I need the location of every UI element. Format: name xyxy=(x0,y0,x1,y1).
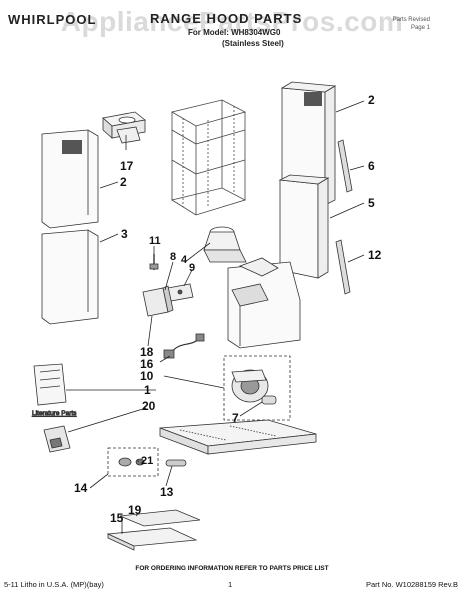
callout-14: 14 xyxy=(74,481,88,495)
ordering-note: FOR ORDERING INFORMATION REFER TO PARTS … xyxy=(135,565,329,572)
part-filter-panel xyxy=(159,419,317,455)
revision-note-line1: Parts Revised xyxy=(392,17,430,23)
revision-note: Parts Revised Page 1 xyxy=(393,16,430,32)
callout-21: 21 xyxy=(141,455,153,467)
part-lower-chimney-left xyxy=(41,229,99,325)
part-trim-strip-upper xyxy=(337,139,353,193)
revision-note-line2: Page 1 xyxy=(410,25,430,31)
page-title: RANGE HOOD PARTS xyxy=(150,11,303,26)
part-capacitor xyxy=(261,395,277,405)
part-wire-harness xyxy=(163,333,205,359)
brand-logo: WHIRLPOOL xyxy=(8,12,97,27)
callout-15: 15 xyxy=(110,511,124,525)
callout-8: 8 xyxy=(170,251,176,263)
finish-label: (Stainless Steel) xyxy=(222,39,284,48)
callout-numbers: 2 17 2 6 5 3 11 8 4 9 12 18 16 10 1 20 7… xyxy=(74,93,382,525)
page-number: 1 xyxy=(228,580,233,589)
part-upper-chimney-left xyxy=(41,129,99,229)
part-literature xyxy=(33,363,67,406)
literature-parts-label: Literature Parts xyxy=(32,410,77,417)
callout-3: 3 xyxy=(121,227,128,241)
part-screw xyxy=(149,254,159,270)
litho-info: 5-11 Litho in U.S.A. (MP)(bay) xyxy=(4,580,104,589)
model-number: For Model: WH8304WG0 xyxy=(188,28,281,37)
part-lower-chimney-right xyxy=(278,174,330,279)
callout-19: 19 xyxy=(128,503,142,517)
callout-2-upper-right: 2 xyxy=(368,93,375,107)
callout-9: 9 xyxy=(189,262,195,274)
part-light-socket xyxy=(165,459,187,467)
callout-11: 11 xyxy=(149,235,161,247)
callout-17: 17 xyxy=(120,159,134,173)
part-trim-strip-lower xyxy=(335,239,351,295)
callout-12: 12 xyxy=(368,248,382,262)
callout-20: 20 xyxy=(142,399,156,413)
leader-lines xyxy=(66,100,365,534)
part-bracket-small xyxy=(167,283,194,302)
callout-5: 5 xyxy=(368,196,375,210)
part-control-switch xyxy=(43,425,71,453)
callout-18: 18 xyxy=(140,345,154,359)
callout-1: 1 xyxy=(144,383,151,397)
part-mesh-filter xyxy=(106,527,198,551)
callout-16: 16 xyxy=(140,357,154,371)
part-hood-body xyxy=(227,257,301,349)
callout-2-left: 2 xyxy=(120,175,127,189)
part-blower-assembly xyxy=(223,355,291,421)
callout-4: 4 xyxy=(181,254,188,266)
part-control-box xyxy=(142,285,174,317)
part-number: Part No. W10288159 Rev.B xyxy=(366,580,458,589)
callout-13: 13 xyxy=(160,485,174,499)
callout-10: 10 xyxy=(140,369,154,383)
part-charcoal-filter xyxy=(119,509,201,527)
part-support-frame xyxy=(170,99,247,216)
part-duct-connector xyxy=(203,226,247,263)
callout-6: 6 xyxy=(368,159,375,173)
callout-7: 7 xyxy=(232,411,239,425)
part-chimney-bracket xyxy=(102,111,146,144)
